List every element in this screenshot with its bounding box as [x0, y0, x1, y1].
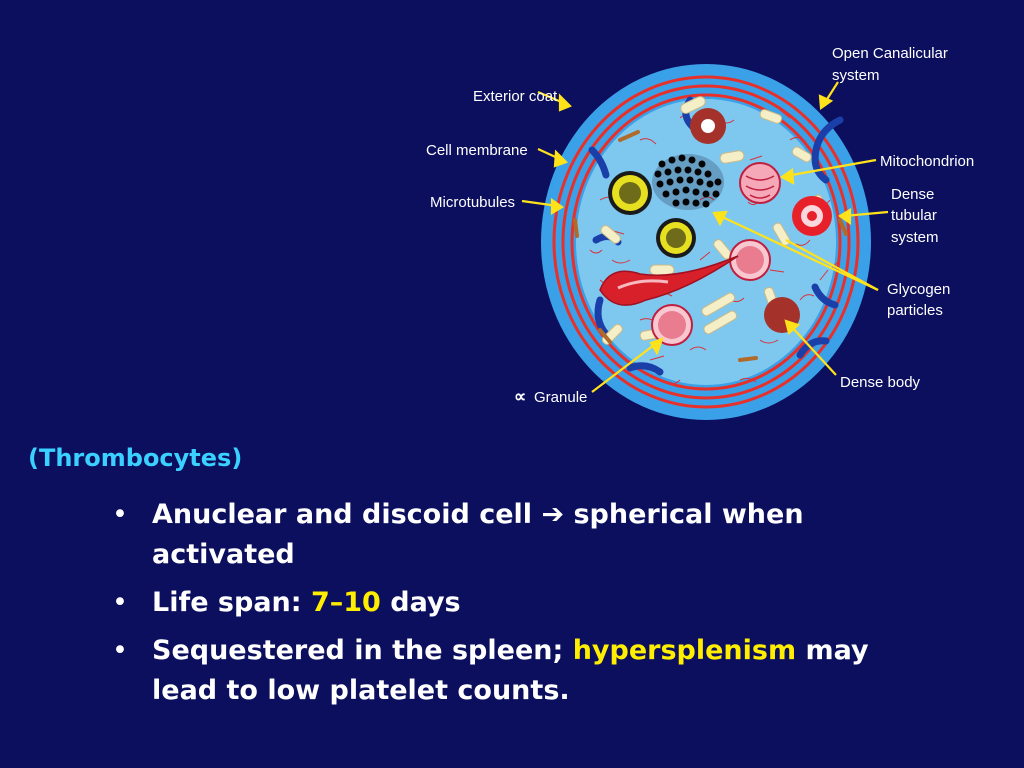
label-exterior-coat: Exterior coat — [473, 88, 558, 105]
hypersplenism-term: hypersplenism — [572, 635, 797, 666]
mitochondrion-shape — [739, 162, 781, 204]
arrow-icon: ➔ — [541, 499, 565, 530]
bullet-list: • Anuclear and discoid cell ➔ spherical … — [112, 495, 902, 719]
label-glycogen-line1: Glycogen — [887, 281, 950, 298]
bullet-3-text: Sequestered in the spleen; — [152, 635, 573, 666]
diagram-labels: Open Canalicular system Exterior coat Ce… — [426, 45, 974, 406]
platelet-diagram: Open Canalicular system Exterior coat Ce… — [426, 45, 974, 420]
speckled-granule-1 — [729, 239, 771, 281]
label-dense-tubular-line3: system — [891, 229, 939, 246]
ring-granule — [690, 108, 726, 144]
alpha-granule-shape — [599, 255, 739, 306]
bullet-2-text: Life span: — [152, 587, 311, 618]
bullet-item-1: • Anuclear and discoid cell ➔ spherical … — [112, 495, 902, 575]
membrane-ring-inner — [570, 93, 842, 391]
bullet-glyph: • — [112, 499, 128, 530]
speckled-granule-2 — [651, 304, 693, 346]
label-dense-tubular-line2: tubular — [891, 207, 937, 224]
label-mitochondrion: Mitochondrion — [880, 153, 974, 170]
bullet-item-3: • Sequestered in the spleen; hyperspleni… — [112, 631, 902, 711]
label-dense-tubular-line1: Dense — [891, 186, 934, 203]
bullet-1-text-end: spherical when activated — [152, 499, 804, 570]
bullet-1-text: Anuclear and discoid cell — [152, 499, 542, 530]
label-dense-body: Dense body — [840, 374, 921, 391]
bullet-3-text-end: may lead to low platelet counts. — [152, 635, 869, 706]
subtitle-thrombocytes: (Thrombocytes) — [28, 444, 243, 472]
bullet-glyph: • — [112, 635, 128, 666]
lifespan-value: 7–10 — [310, 587, 381, 618]
bullet-glyph: • — [112, 587, 128, 618]
label-microtubules: Microtubules — [430, 194, 515, 211]
yellow-granule-1 — [608, 171, 652, 215]
pointer-lines — [521, 81, 889, 393]
alpha-symbol: ∝ — [514, 387, 526, 406]
label-open-canalicular-line1: Open Canalicular — [832, 45, 948, 62]
label-open-canalicular-line2: system — [832, 67, 880, 84]
glycogen-cluster — [652, 154, 724, 210]
dense-tubular-segments — [573, 130, 848, 362]
yellow-granule-2 — [656, 218, 696, 258]
red-ring-granule — [792, 196, 832, 236]
membrane-ring-middle — [561, 84, 851, 400]
platelet-cell — [541, 64, 871, 420]
label-glycogen-line2: particles — [887, 302, 943, 319]
bullet-item-2: • Life span: 7–10 days — [112, 583, 902, 623]
label-cell-membrane: Cell membrane — [426, 142, 528, 159]
membrane-ring-outer — [552, 75, 860, 409]
label-granule: Granule — [534, 389, 587, 406]
bullet-2-text-end: days — [380, 587, 461, 618]
